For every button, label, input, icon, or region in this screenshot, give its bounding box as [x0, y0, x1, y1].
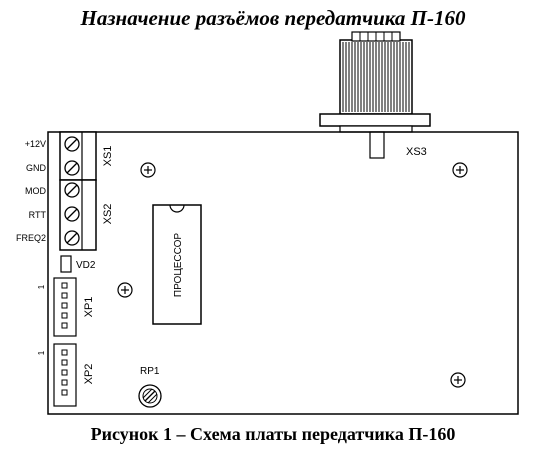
- processor-label: ПРОЦЕССОР: [173, 233, 184, 297]
- xp1pins-pin-3: [61, 302, 68, 309]
- xp2pins-pin-1: [61, 349, 68, 356]
- figure-caption: Рисунок 1 – Схема платы передатчика П-16…: [90, 424, 456, 444]
- screw-terminal-block: [59, 131, 97, 251]
- xp1pins-pin-5: [61, 322, 68, 329]
- terminal-screw-3: [64, 182, 80, 198]
- xp1-header: [53, 277, 77, 337]
- vd2-led: [60, 255, 72, 273]
- vd2-label: VD2: [76, 260, 96, 271]
- pin-label-freq2: FREQ2: [16, 233, 46, 243]
- xs3-label: XS3: [406, 146, 427, 158]
- xp2pins-pin-3: [61, 369, 68, 376]
- mounting-hole-1: [140, 162, 156, 178]
- terminal-screw-2: [64, 160, 80, 176]
- pin-label-gnd: GND: [26, 163, 47, 173]
- page-title: Назначение разъёмов передатчика П-160: [80, 6, 466, 30]
- terminal-screw-5: [64, 230, 80, 246]
- mounting-hole-4: [450, 372, 466, 388]
- xp1pins-pin-2: [61, 292, 68, 299]
- xp2-pin-one-mark: 1: [37, 350, 46, 355]
- xp1-label: XP1: [83, 297, 95, 318]
- terminal-screw-1: [64, 136, 80, 152]
- xs3-connector: [319, 31, 431, 159]
- mounting-hole-2: [452, 162, 468, 178]
- processor-chip: [152, 204, 202, 325]
- xs2-label: XS2: [102, 204, 114, 225]
- pcb-outline: [47, 131, 519, 415]
- mounting-hole-3: [117, 282, 133, 298]
- rp1-potentiometer: [138, 384, 162, 408]
- xp1pins-pin-4: [61, 312, 68, 319]
- pin-label-12v: +12V: [25, 139, 46, 149]
- xp2pins-pin-4: [61, 379, 68, 386]
- xp1pins-pin-1: [61, 282, 68, 289]
- pin-labels: +12V GND MOD RTT FREQ2: [16, 139, 47, 243]
- pin-label-mod: MOD: [25, 186, 46, 196]
- mounting-holes: [117, 162, 468, 388]
- xp2pins-pin-2: [61, 359, 68, 366]
- xp1-pin-one-mark: 1: [37, 284, 46, 289]
- terminal-screw-4: [64, 206, 80, 222]
- xs1-label: XS1: [102, 146, 114, 167]
- rp1-label: RP1: [140, 366, 160, 377]
- xp2-label: XP2: [83, 364, 95, 385]
- xp2pins-pin-5: [61, 389, 68, 396]
- xp2-header: [53, 343, 77, 407]
- pin-label-rtt: RTT: [29, 210, 47, 220]
